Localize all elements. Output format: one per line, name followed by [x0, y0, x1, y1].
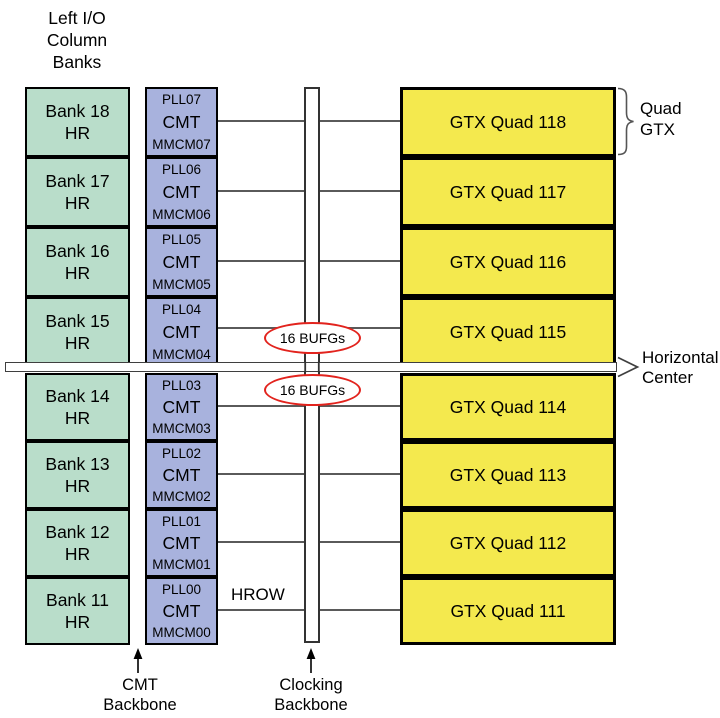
cmt-box: PLL00 CMT MMCM00	[145, 577, 218, 645]
cmt-label: CMT	[162, 112, 201, 132]
io-bank-box: Bank 15 HR	[25, 297, 130, 367]
pll-label: PLL04	[161, 302, 202, 317]
io-bank-box: Bank 11 HR	[25, 577, 130, 645]
pll-label: PLL05	[161, 232, 202, 247]
pll-label: PLL01	[161, 514, 202, 529]
bufg-count-label: 16 BUFGs	[279, 382, 346, 398]
mmcm-label: MMCM02	[152, 489, 211, 504]
io-bank-box: Bank 17 HR	[25, 157, 130, 227]
hrow-label: HROW	[231, 585, 285, 604]
cmt-box: PLL02 CMT MMCM02	[145, 441, 218, 509]
gtx-quad-box: GTX Quad 112	[400, 509, 616, 577]
horizontal-center-band	[5, 362, 617, 372]
cmt-label: CMT	[162, 465, 201, 485]
bufg-count-label: 16 BUFGs	[279, 330, 346, 346]
mmcm-label: MMCM07	[152, 137, 211, 152]
cmt-box: PLL03 CMT MMCM03	[145, 373, 218, 441]
quad-gtx-brace	[617, 87, 634, 156]
cmt-box: PLL05 CMT MMCM05	[145, 227, 218, 297]
bufg-oval-top: 16 BUFGs	[264, 322, 361, 354]
mmcm-label: MMCM04	[152, 347, 211, 362]
io-bank-box: Bank 14 HR	[25, 373, 130, 441]
cmt-label: CMT	[162, 322, 201, 342]
mmcm-label: MMCM03	[152, 421, 211, 436]
clocking-backbone-label: Clocking Backbone	[274, 676, 348, 714]
io-bank-box: Bank 12 HR	[25, 509, 130, 577]
cmt-box: PLL06 CMT MMCM06	[145, 157, 218, 227]
bufg-oval-bottom: 16 BUFGs	[264, 374, 361, 406]
cmt-label: CMT	[162, 601, 201, 621]
pll-label: PLL07	[161, 92, 202, 107]
cmt-label: CMT	[162, 252, 201, 272]
mmcm-label: MMCM01	[152, 557, 211, 572]
cmt-backbone-label: CMT Backbone	[103, 676, 177, 714]
mmcm-label: MMCM00	[152, 625, 211, 640]
cmt-label: CMT	[162, 533, 201, 553]
gtx-quad-box: GTX Quad 111	[400, 577, 616, 645]
gtx-quad-box: GTX Quad 118	[400, 87, 616, 157]
gtx-quad-box: GTX Quad 113	[400, 441, 616, 509]
horizontal-center-arrowhead	[617, 356, 640, 378]
gtx-quad-box: GTX Quad 114	[400, 373, 616, 441]
cmt-label: CMT	[162, 182, 201, 202]
pll-label: PLL03	[161, 378, 202, 393]
mmcm-label: MMCM05	[152, 277, 211, 292]
pll-label: PLL02	[161, 446, 202, 461]
mmcm-label: MMCM06	[152, 207, 211, 222]
gtx-quad-box: GTX Quad 115	[400, 297, 616, 367]
clocking-backbone-arrow	[306, 648, 316, 673]
cmt-box: PLL07 CMT MMCM07	[145, 87, 218, 157]
quad-gtx-label: Quad GTX	[640, 99, 682, 139]
gtx-quad-box: GTX Quad 116	[400, 227, 616, 297]
io-bank-box: Bank 18 HR	[25, 87, 130, 157]
io-bank-box: Bank 16 HR	[25, 227, 130, 297]
cmt-backbone-arrow	[133, 648, 143, 673]
pll-label: PLL06	[161, 162, 202, 177]
cmt-label: CMT	[162, 397, 201, 417]
horizontal-center-label: Horizontal Center	[642, 348, 719, 387]
gtx-quad-box: GTX Quad 117	[400, 157, 616, 227]
pll-label: PLL00	[161, 582, 202, 597]
io-bank-box: Bank 13 HR	[25, 441, 130, 509]
cmt-box: PLL01 CMT MMCM01	[145, 509, 218, 577]
diagram-title: Left I/O Column Banks	[46, 8, 108, 72]
cmt-box: PLL04 CMT MMCM04	[145, 297, 218, 367]
